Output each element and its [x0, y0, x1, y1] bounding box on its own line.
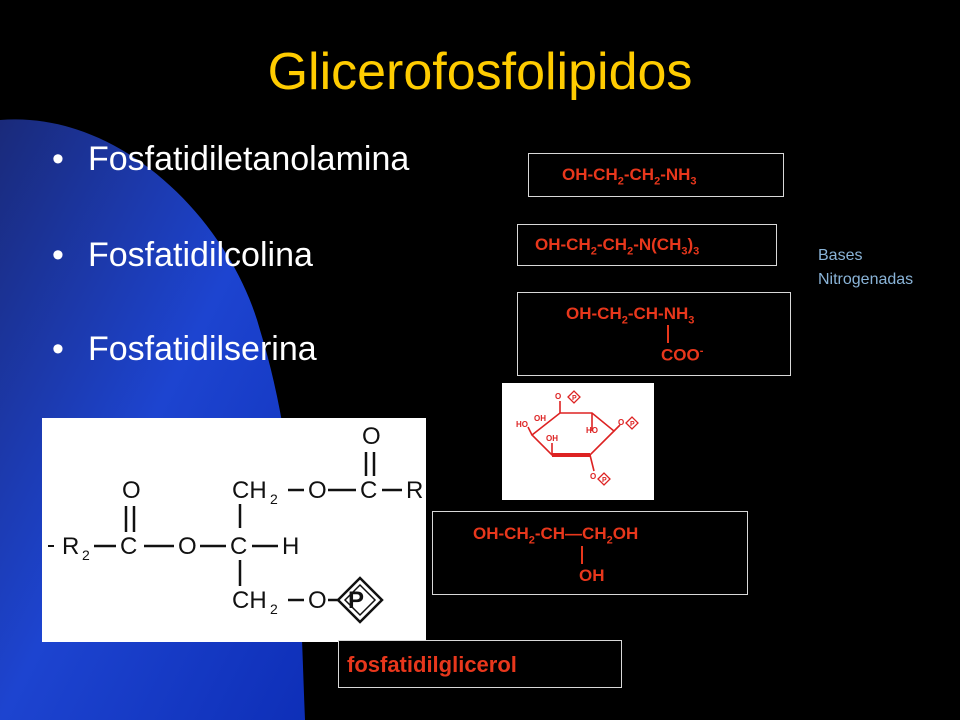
svg-text:2: 2 — [270, 491, 278, 507]
formula-serine-line2: COO- — [661, 345, 704, 365]
formula-ethanolamine: OH-CH2-CH2-NH3 — [528, 153, 784, 197]
svg-text:O: O — [362, 423, 381, 450]
svg-text:R: R — [62, 533, 79, 560]
svg-text:O: O — [590, 472, 596, 481]
svg-text:2: 2 — [270, 601, 278, 617]
formula-glycerol: OH-CH2-CH—CH2OH OH — [432, 511, 748, 595]
svg-text:R: R — [406, 477, 423, 504]
svg-text:HO: HO — [586, 426, 598, 435]
svg-text:P: P — [630, 421, 635, 428]
svg-text:O: O — [122, 477, 141, 504]
phospholipid-backbone-diagram: O C R CH 2 O O C R 2 O C H CH 2 O P — [48, 423, 423, 624]
svg-text:C: C — [120, 533, 137, 560]
svg-text:P: P — [572, 395, 577, 402]
formula-choline: OH-CH2-CH2-N(CH3)3 — [517, 224, 777, 266]
svg-text:H: H — [282, 533, 299, 560]
formula-glycerol-line1: OH-CH2-CH—CH2OH — [473, 524, 639, 547]
bullet-fosfatidiletanolamina: •Fosfatidiletanolamina — [52, 140, 410, 178]
svg-text:2: 2 — [82, 547, 90, 563]
fosfatidilglicerol-label: fosfatidilglicerol — [338, 640, 622, 688]
svg-text:O: O — [618, 418, 624, 427]
bases-nitrogenadas-label: Bases Nitrogenadas — [818, 247, 914, 288]
svg-text:CH: CH — [232, 587, 267, 614]
svg-text:O: O — [178, 533, 197, 560]
svg-text:CH: CH — [232, 477, 267, 504]
svg-text:O: O — [555, 392, 561, 401]
formula-ethanolamine-text: OH-CH2-CH2-NH3 — [562, 165, 697, 188]
glycerol-bond-line — [581, 546, 583, 564]
bullet-fosfatidilserina: •Fosfatidilserina — [52, 330, 317, 368]
slide-title: Glicerofosfolipidos — [267, 43, 693, 101]
svg-text:HO: HO — [516, 420, 528, 429]
formula-serine: OH-CH2-CH-NH3 COO- — [517, 292, 791, 376]
svg-text:C: C — [230, 533, 247, 560]
formula-glycerol-line2: OH — [579, 566, 605, 585]
formula-serine-line1: OH-CH2-CH-NH3 — [566, 304, 695, 327]
svg-text:O: O — [308, 477, 327, 504]
serine-bond-line — [667, 325, 669, 343]
svg-text:OH: OH — [534, 414, 546, 423]
phospholipid-backbone-panel: O C R CH 2 O O C R 2 O C H CH 2 O P — [42, 418, 426, 642]
svg-text:OH: OH — [546, 434, 558, 443]
inositol-ring-diagram: HO OH HO OH O O O P P P — [516, 390, 639, 486]
bullet-dot: • — [52, 236, 64, 274]
svg-text:C: C — [360, 477, 377, 504]
bullet-dot: • — [52, 330, 64, 368]
inositol-ring-panel: HO OH HO OH O O O P P P — [502, 383, 654, 500]
bullet-dot: • — [52, 140, 64, 178]
svg-text:O: O — [308, 587, 327, 614]
formula-choline-text: OH-CH2-CH2-N(CH3)3 — [535, 235, 700, 258]
svg-text:P: P — [602, 477, 607, 484]
bullet-fosfatidilcolina: •Fosfatidilcolina — [52, 236, 313, 274]
